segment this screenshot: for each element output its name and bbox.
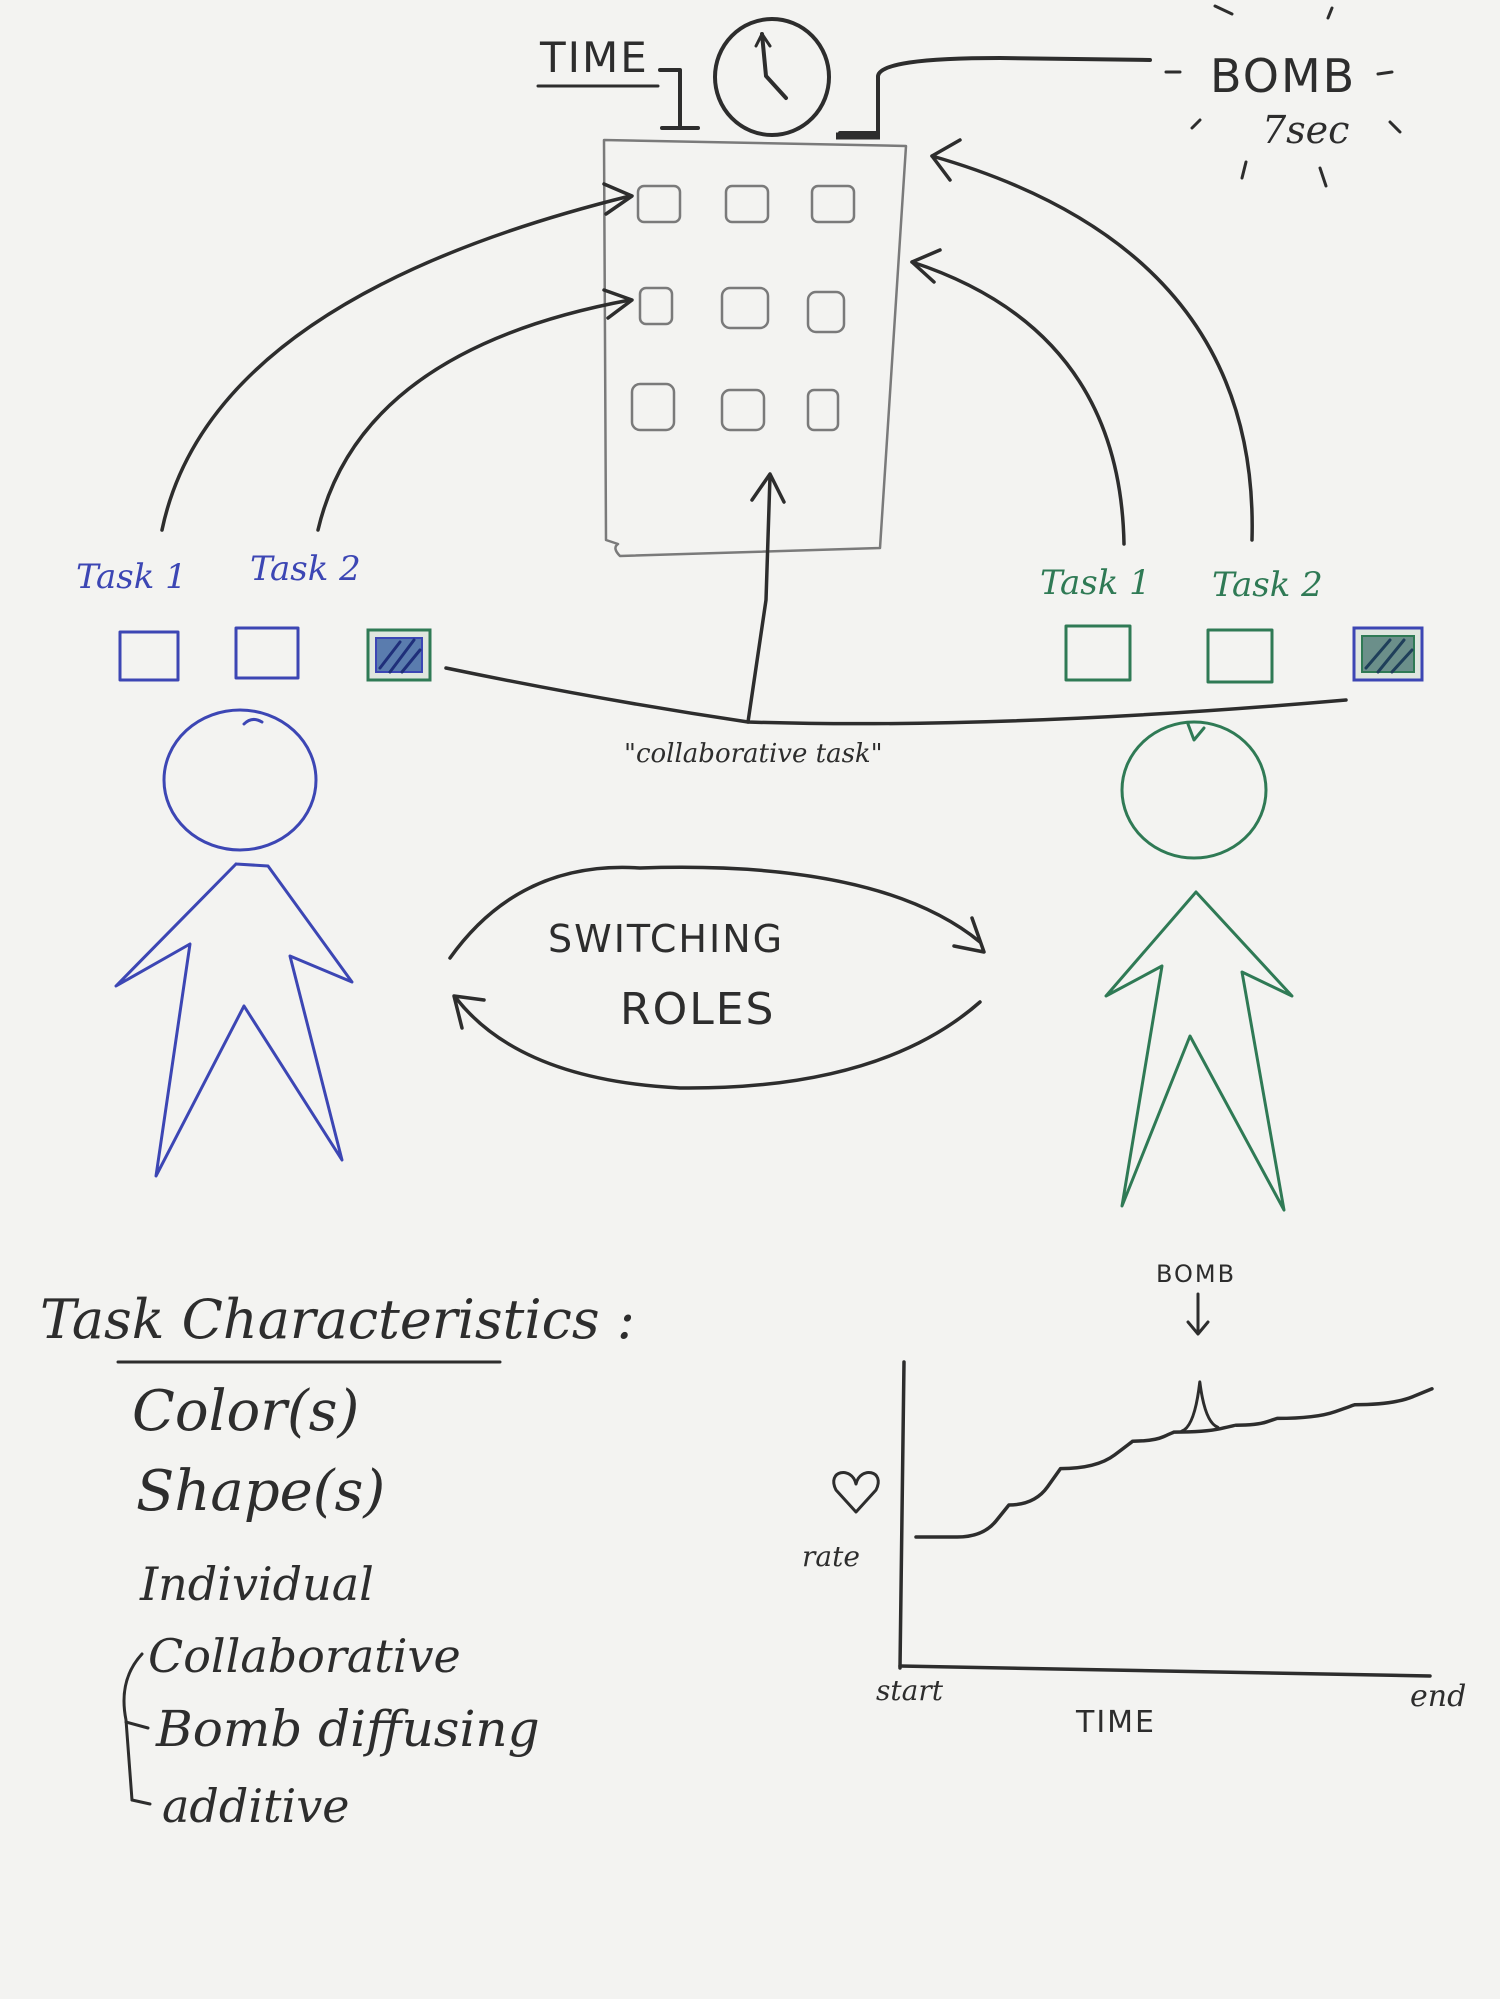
left-task2-label: Task 2: [250, 549, 361, 589]
annotation-arrow: [1186, 1292, 1210, 1336]
bomb-spike: [1180, 1380, 1220, 1433]
arrow-head: [910, 248, 942, 284]
left-player: Task 1 Task 2: [76, 549, 432, 1178]
bomb-duration: 7sec: [1262, 108, 1349, 152]
bomb-connector: [838, 56, 1152, 135]
left-stick-figure: [114, 708, 354, 1178]
characteristic-item: Collaborative: [148, 1629, 461, 1683]
characteristic-item: Color(s): [132, 1379, 359, 1444]
grid-cell: [638, 286, 674, 326]
arrow-left-task1: [160, 194, 632, 532]
y-axis: [898, 1360, 906, 1670]
characteristic-subitem: additive: [162, 1779, 349, 1833]
bomb-label: BOMB: [1210, 49, 1356, 103]
bomb-group: BOMB 7sec: [836, 4, 1402, 188]
characteristics-title: Task Characteristics :: [40, 1288, 635, 1351]
right-task2-label: Task 2: [1212, 565, 1323, 605]
arrow-right-task2: [930, 154, 1254, 542]
time-label-group: TIME: [536, 33, 700, 130]
switching-roles: SWITCHING ROLES: [448, 865, 986, 1090]
switch-arrow-bottom: [454, 996, 982, 1090]
arrow-head: [452, 994, 486, 1030]
x-tick-start: start: [876, 1674, 944, 1707]
heart-rate-chart: rate start end TIME BOMB: [802, 1260, 1466, 1740]
heart-icon: [832, 1471, 880, 1514]
y-axis-label: rate: [802, 1540, 860, 1573]
grid-cell: [720, 388, 766, 432]
right-player: Task 1 Task 2: [1040, 563, 1424, 1212]
arrow-right-task1: [910, 260, 1126, 546]
tablet-device: [602, 138, 908, 558]
left-task1-label: Task 1: [76, 557, 187, 597]
left-collaborative-box: [366, 628, 432, 682]
roles-label: ROLES: [620, 984, 775, 1035]
task-arrows: [160, 138, 1254, 724]
x-axis-label: TIME: [1075, 1705, 1156, 1740]
collaborative-label: "collaborative task": [624, 739, 883, 769]
arrow-head: [750, 472, 786, 504]
grid-cell: [806, 290, 846, 334]
arrow-collaborative-up: [746, 474, 772, 724]
left-task1-box: [118, 630, 180, 682]
tablet-task-grid: [630, 184, 856, 432]
switching-label: SWITCHING: [548, 917, 784, 961]
arrow-head: [602, 288, 634, 320]
clock-icon: [713, 17, 831, 137]
subitem-bracket: [122, 1652, 144, 1802]
grid-cell: [636, 184, 682, 224]
x-tick-end: end: [1410, 1679, 1466, 1714]
subitem-arrows: [124, 1720, 152, 1806]
characteristic-item: Individual: [139, 1557, 374, 1611]
series-line-heart-rate: [914, 1387, 1434, 1539]
right-task1-box: [1064, 624, 1132, 682]
arrow-left-task2: [316, 298, 632, 532]
grid-cell: [810, 184, 856, 224]
right-task2-box: [1206, 628, 1274, 684]
left-task2-box: [234, 626, 300, 680]
time-connector: [658, 68, 700, 130]
time-label: TIME: [539, 33, 649, 82]
grid-cell: [724, 184, 770, 224]
grid-cell: [806, 388, 840, 432]
collaborative-link-line: [444, 666, 1348, 726]
task-characteristics: Task Characteristics : Color(s) Shape(s)…: [40, 1288, 635, 1833]
characteristic-item: Shape(s): [136, 1459, 385, 1524]
grid-cell: [630, 382, 676, 432]
grid-cell: [720, 286, 770, 330]
bomb-burst-icon: [1164, 4, 1402, 188]
arrow-head: [602, 182, 634, 216]
right-task1-label: Task 1: [1040, 563, 1151, 603]
bomb-annotation: BOMB: [1156, 1260, 1236, 1288]
switch-arrow-top: [448, 865, 982, 960]
right-stick-figure: [1104, 720, 1294, 1212]
x-axis: [898, 1664, 1432, 1678]
characteristic-subitem: Bomb diffusing: [155, 1700, 540, 1758]
arrow-head: [930, 138, 962, 182]
right-collaborative-box: [1352, 626, 1424, 682]
arrow-head: [952, 916, 986, 954]
